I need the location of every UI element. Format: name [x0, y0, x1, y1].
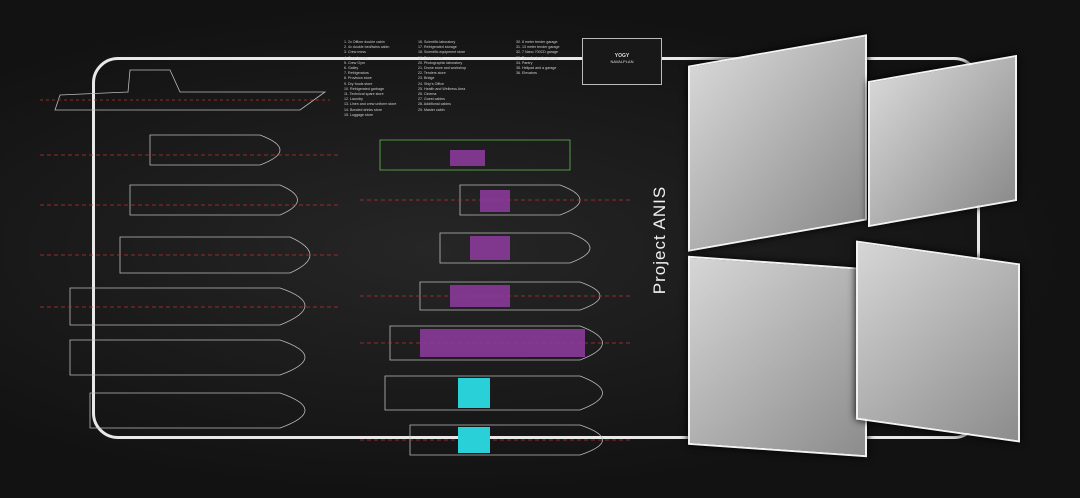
legend-item: 27. Guest cabins: [418, 97, 445, 102]
legend-item: 4. Crew lounge: [344, 55, 369, 60]
legend-item: 5. Crew Gym: [344, 60, 365, 65]
legend-item: 12. Laundry: [344, 97, 363, 102]
legend-item: 1. 2x Officer double cabin: [344, 40, 385, 44]
cyan-zone: [458, 427, 490, 453]
legend-item: 26. Cinema: [418, 92, 437, 97]
legend-item: 10. Refrigerated garbage: [344, 86, 384, 91]
legend-item: 13. Linen and crew uniform store: [344, 102, 397, 107]
legend-item: 28. Additional cabins: [418, 102, 451, 107]
legend-item: 29. Master cabin: [418, 107, 445, 112]
profile-drawing: [40, 69, 330, 111]
legend-item: 31. 13 meter tender garage: [516, 45, 560, 50]
purple-zone: [470, 236, 510, 260]
legend-item: 7. Refrigerators: [344, 71, 369, 76]
legend-item: 18. Scientific equipment store: [418, 50, 466, 55]
project-title: Project ANIS: [650, 185, 669, 295]
render-aft-deck-view: [868, 54, 1017, 228]
legend-item: 17. Refrigerated storage: [418, 45, 457, 50]
purple-zone: [480, 190, 510, 212]
legend-item: 19. Diving store: [418, 55, 443, 60]
cyan-zone: [458, 378, 490, 408]
render-bow-view: [688, 34, 867, 252]
legend-item: 30. 8 meter tender garage: [516, 40, 558, 44]
legend-item: 2. 4x double bed/twins cabin: [344, 45, 390, 50]
legend-item: 3. Crew mess: [344, 50, 366, 55]
legend-item: 24. Ship's Office: [418, 81, 444, 86]
legend-item: 22. Tenders store: [418, 71, 446, 76]
legend-item: 32. 7 Nano 700CD garage: [516, 50, 558, 55]
legend-item: 6. Galley: [344, 66, 359, 71]
center-deck-plans: [379, 139, 603, 456]
legend-item: 8. Provision store: [344, 76, 372, 81]
legend-item: 35. Helipad and a garage: [516, 66, 557, 71]
legend-item: 33. Transfer tender garage: [516, 55, 559, 60]
legend-item: 14. Bonded drinks store: [344, 107, 382, 112]
poster-frame: [92, 57, 980, 439]
legend-item: 16. Scientific laboratory: [418, 40, 456, 44]
legend-item: 34. Pantry: [516, 60, 533, 65]
legend-item: 11. Technical spare store: [344, 92, 384, 97]
legend-item: 9. Dry foods store: [344, 81, 373, 86]
purple-zone: [450, 285, 510, 307]
legend-item: 23. Bridge: [418, 76, 435, 81]
legend-item: 15. Luggage store: [344, 112, 373, 117]
legend-item: 20. Photographic laboratory: [418, 60, 463, 65]
legend-item: 21. Drone store and workshop: [418, 66, 467, 71]
title-block-logo: NAVALPLAN: [610, 59, 634, 64]
purple-zone: [450, 150, 485, 166]
purple-zone: [420, 329, 585, 357]
legend-item: 36. Elevators: [516, 71, 537, 76]
left-deck-plans: [69, 134, 311, 429]
title-block-name: YOGY: [614, 53, 630, 59]
render-three-quarter-view: [688, 255, 867, 458]
render-side-view: [856, 240, 1020, 443]
title-block: YOGY NAVALPLAN: [582, 38, 662, 85]
legend-item: 25. Health and Wellness Area: [418, 86, 466, 91]
